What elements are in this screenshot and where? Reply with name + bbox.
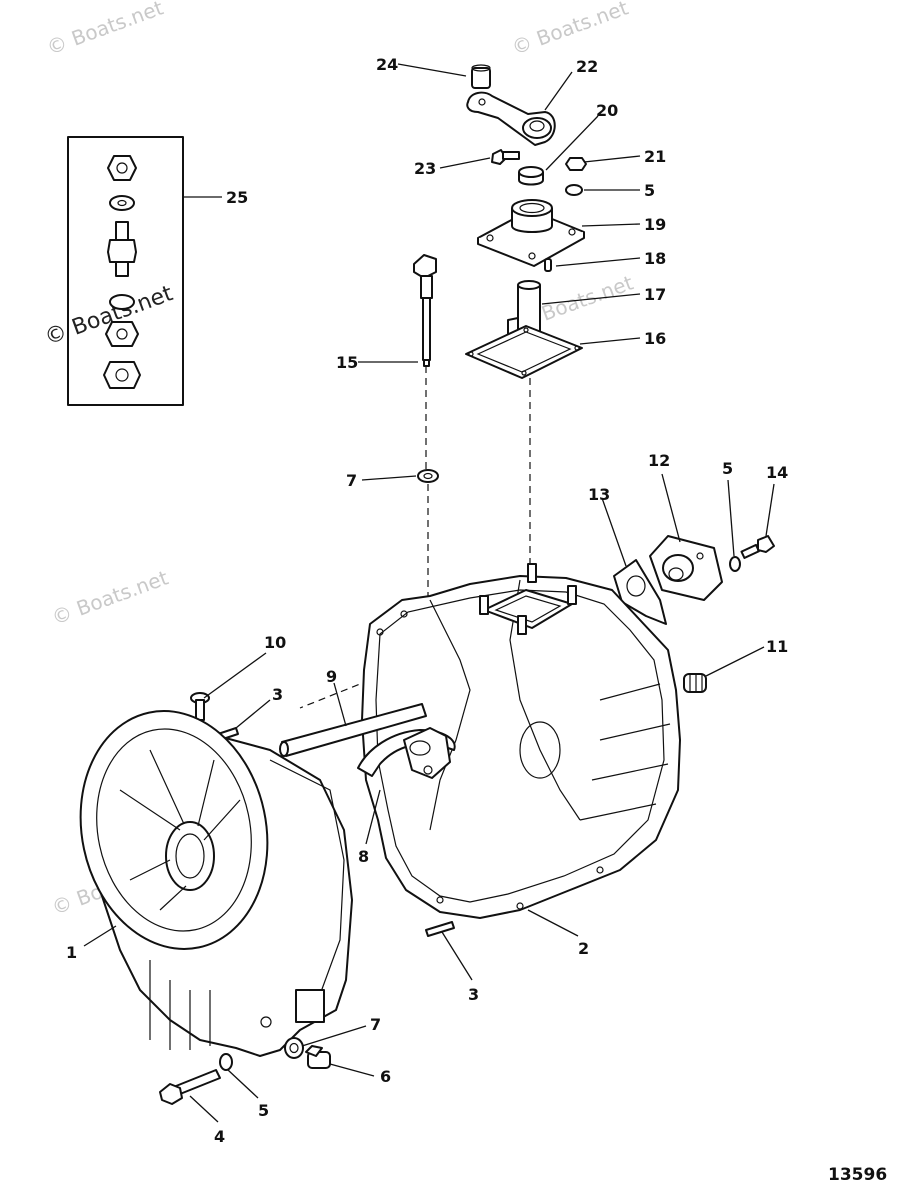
- callout-7: 7: [370, 1015, 381, 1034]
- kit-washer-icon: [109, 195, 135, 211]
- callout-5: 5: [258, 1101, 269, 1120]
- callout-1: 1: [66, 943, 77, 962]
- watermark: © Boats.net: [49, 565, 172, 629]
- callout-24: 24: [376, 55, 398, 74]
- callout-10: 10: [264, 633, 286, 652]
- callout-21: 21: [644, 147, 666, 166]
- callout-20: 20: [596, 101, 618, 120]
- part-14-screw-icon: [740, 535, 775, 560]
- hardware-kit-box: [67, 136, 184, 406]
- part-1-front-cover-icon: [79, 710, 353, 1057]
- callout-16: 16: [644, 329, 666, 348]
- callout-15: 15: [336, 353, 358, 372]
- part-3-dowel-pin-icon: [425, 921, 455, 937]
- part-5-lockwasher-icon: [219, 1053, 233, 1071]
- part-4-bolt-icon: [159, 1069, 221, 1105]
- callout-19: 19: [644, 215, 666, 234]
- part-22-shift-lever-icon: [466, 91, 556, 146]
- part-24-bushing-icon: [471, 64, 491, 89]
- part-21-nut-icon: [565, 157, 587, 171]
- part-9-shift-rail-icon: [279, 703, 427, 757]
- callout-11: 11: [766, 637, 788, 656]
- leader-lines: [83, 63, 775, 1123]
- figure-number: 13596: [828, 1165, 887, 1185]
- callout-4: 4: [214, 1127, 225, 1146]
- kit-nut-icon: [105, 321, 139, 347]
- part-6-drain-plug-icon: [305, 1045, 331, 1069]
- part-19-cover-icon: [477, 199, 585, 267]
- callout-25: 25: [226, 188, 248, 207]
- watermark: © Boats.net: [509, 0, 632, 60]
- callout-labels: 24 22 20 23 21 5 19 18 17 16 15 25 7 12 …: [66, 55, 788, 1146]
- part-18-pin-icon: [544, 258, 552, 272]
- callout-14: 14: [766, 463, 788, 482]
- kit-stud-icon: [107, 221, 137, 277]
- callout-18: 18: [644, 249, 666, 268]
- part-8-shift-fork-icon: [357, 727, 456, 779]
- part-7-washer-icon: [417, 469, 439, 483]
- part-7-washer-icon: [284, 1037, 304, 1059]
- callout-12: 12: [648, 451, 670, 470]
- part-5-lockwasher-icon: [565, 184, 583, 196]
- kit-washer-icon: [109, 294, 135, 310]
- callout-3: 3: [468, 985, 479, 1004]
- callout-7: 7: [346, 471, 357, 490]
- callout-17: 17: [644, 285, 666, 304]
- kit-nut-icon: [103, 361, 141, 389]
- part-12-shift-housing-icon: [649, 535, 723, 601]
- callout-5: 5: [644, 181, 655, 200]
- callout-13: 13: [588, 485, 610, 504]
- part-16-gasket-icon: [465, 325, 583, 379]
- watermark: © Boats.net: [44, 0, 167, 60]
- part-15-dipstick-icon: [413, 254, 437, 367]
- callout-6: 6: [380, 1067, 391, 1086]
- kit-nut-icon: [107, 155, 137, 181]
- part-5-lockwasher-icon: [729, 556, 741, 572]
- callout-9: 9: [326, 667, 337, 686]
- callout-2: 2: [578, 939, 589, 958]
- part-11-plug-icon: [683, 673, 707, 693]
- part-20-bushing-icon: [518, 166, 544, 186]
- callout-23: 23: [414, 159, 436, 178]
- callout-3: 3: [272, 685, 283, 704]
- callout-8: 8: [358, 847, 369, 866]
- part-23-screw-icon: [491, 149, 520, 165]
- callout-22: 22: [576, 57, 598, 76]
- callout-5: 5: [722, 459, 733, 478]
- part-2-transmission-case-icon: [361, 563, 681, 919]
